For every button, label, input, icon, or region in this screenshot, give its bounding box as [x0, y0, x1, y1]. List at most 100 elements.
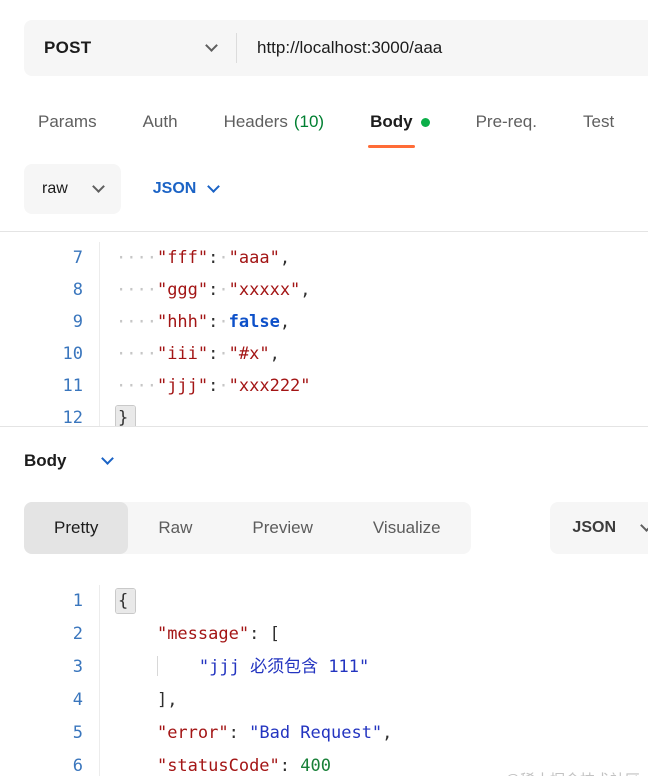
token-punc: ], [156, 690, 178, 710]
url-input[interactable] [237, 20, 648, 76]
code-text[interactable]: ····"fff":·"aaa", [100, 242, 290, 274]
token-ws: · [218, 312, 229, 332]
tab-preview[interactable]: Preview [252, 518, 313, 537]
code-line: 9····"hhh":·false, [0, 306, 648, 338]
request-editor[interactable]: 7····"fff":·"aaa",8····"ggg":·"xxxxx",9·… [0, 232, 648, 426]
watermark: @稀土掘金技术社区 [505, 769, 640, 776]
headers-count: (10) [293, 112, 325, 131]
token-punc: : [208, 344, 219, 364]
line-number: 2 [0, 618, 100, 651]
line-number: 10 [0, 338, 100, 370]
line-number: 5 [0, 717, 100, 750]
token-bstr: "jjj 必须包含 111" [198, 657, 370, 677]
token-punc: : [208, 248, 219, 268]
language-selector[interactable]: JSON [152, 180, 221, 198]
token-str: "#x" [228, 344, 270, 364]
code-text[interactable]: ····"hhh":·false, [100, 306, 290, 338]
code-text: "statusCode": 400 [100, 750, 331, 776]
request-url-bar: POST [24, 20, 648, 76]
token-ws [116, 657, 157, 677]
token-ws: ···· [116, 344, 157, 364]
request-tabs: Params Auth Headers (10) Body Pre-req. T… [0, 96, 648, 148]
body-toolbar: raw JSON [24, 164, 648, 214]
token-key: "ggg" [156, 280, 209, 300]
chevron-down-icon [205, 39, 218, 52]
token-key: "iii" [156, 344, 209, 364]
code-line: 8····"ggg":·"xxxxx", [0, 274, 648, 306]
body-format-selector[interactable]: raw [24, 164, 121, 214]
tab-params[interactable]: Params [38, 96, 97, 148]
code-text[interactable]: ····"ggg":·"xxxxx", [100, 274, 311, 306]
token-brace-hl: } [116, 406, 136, 426]
chevron-down-icon[interactable] [100, 452, 114, 465]
code-text[interactable]: } [100, 402, 136, 426]
token-str: "aaa" [228, 248, 280, 268]
token-ws: ···· [116, 280, 157, 300]
token-punc: , [279, 248, 291, 268]
code-line: 2 "message": [ [0, 618, 648, 651]
token-ws: ···· [116, 376, 157, 396]
tab-pretty[interactable]: Pretty [24, 502, 129, 554]
response-body-label: Body [24, 451, 67, 470]
token-guide [156, 655, 158, 676]
token-ws: · [218, 280, 229, 300]
token-brace-hl: { [116, 589, 136, 613]
chevron-down-icon [640, 519, 648, 532]
token-kw: false [228, 312, 280, 332]
token-punc: : [208, 280, 219, 300]
token-ws: · [218, 248, 229, 268]
tab-auth[interactable]: Auth [143, 96, 178, 148]
code-line: 3 "jjj 必须包含 111" [0, 651, 648, 684]
tab-visualize[interactable]: Visualize [372, 518, 441, 537]
code-line: 12} [0, 402, 648, 426]
divider [0, 231, 648, 232]
language-label: JSON [152, 180, 197, 197]
token-ws: ···· [116, 312, 157, 332]
line-number: 1 [0, 585, 100, 618]
code-text: { [100, 585, 136, 618]
tab-pre-request[interactable]: Pre-req. [476, 96, 537, 148]
line-number: 9 [0, 306, 100, 338]
tab-headers[interactable]: Headers (10) [224, 96, 325, 148]
response-language-selector[interactable]: JSON [550, 502, 648, 554]
method-selector[interactable]: POST [24, 20, 236, 76]
chevron-down-icon [91, 180, 105, 193]
tab-raw[interactable]: Raw [158, 518, 193, 537]
token-ws [259, 624, 269, 644]
token-bstr: "Bad Request" [249, 723, 383, 743]
response-editor: 1{2 "message": [3 "jjj 必须包含 111"4 ],5 "e… [0, 573, 648, 776]
tab-label: Headers [223, 112, 288, 131]
token-key: "message" [156, 624, 250, 644]
response-toolbar: Pretty Raw Preview Visualize JSON [24, 502, 648, 554]
token-key: "error" [156, 723, 229, 743]
token-str: "xxxxx" [228, 280, 301, 300]
response-section-header: Body [24, 444, 648, 478]
line-number: 3 [0, 651, 100, 684]
tab-label: Test [582, 112, 615, 131]
token-punc: : [228, 723, 239, 743]
code-text[interactable]: ····"iii":·"#x", [100, 338, 280, 370]
token-punc: , [269, 344, 280, 364]
token-punc: : [208, 376, 219, 396]
code-text[interactable]: ····"jjj":·"xxx222" [100, 370, 311, 402]
token-ws [116, 624, 157, 644]
tab-label: Body [368, 96, 415, 148]
tab-body[interactable]: Body [368, 96, 430, 148]
code-line: 1{ [0, 585, 648, 618]
tab-label: Auth [142, 112, 178, 131]
code-line: 6 "statusCode": 400 [0, 750, 648, 776]
code-line: 5 "error": "Bad Request", [0, 717, 648, 750]
divider [236, 33, 237, 63]
response-view-tabs: Pretty Raw Preview Visualize [24, 502, 471, 554]
method-label: POST [44, 38, 92, 57]
chevron-down-icon [207, 180, 221, 193]
tab-tests[interactable]: Test [583, 96, 614, 148]
token-key: "hhh" [156, 312, 209, 332]
token-ws: ···· [116, 248, 157, 268]
code-text: "error": "Bad Request", [100, 717, 392, 750]
code-line: 10····"iii":·"#x", [0, 338, 648, 370]
token-key: "jjj" [156, 376, 209, 396]
code-line: 11····"jjj":·"xxx222" [0, 370, 648, 402]
unsaved-changes-dot [420, 118, 430, 127]
token-punc: : [279, 756, 291, 776]
